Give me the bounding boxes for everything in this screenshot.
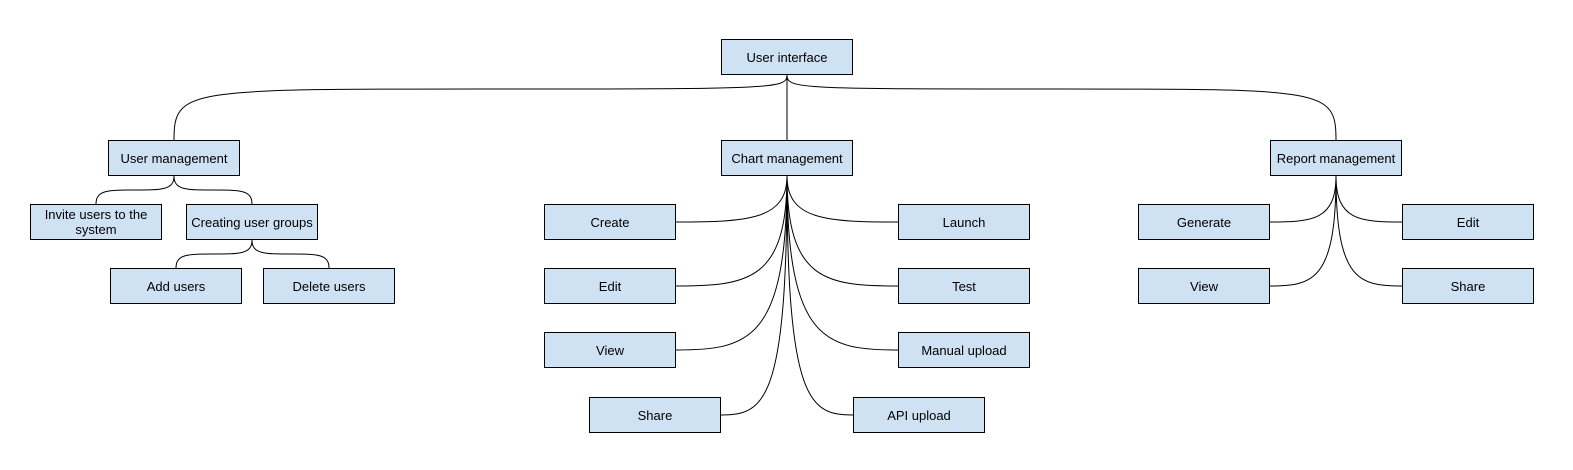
- node-chart-manual-upload: Manual upload: [898, 332, 1030, 368]
- node-user-interface: User interface: [721, 39, 853, 75]
- node-chart-management: Chart management: [721, 140, 853, 176]
- node-report-edit: Edit: [1402, 204, 1534, 240]
- connector-groups-add_users: [175, 239, 253, 269]
- connector-report_mgmt-edit_report: [1335, 175, 1403, 223]
- connector-user_mgmt-invite: [95, 175, 175, 205]
- node-chart-test: Test: [898, 268, 1030, 304]
- node-chart-share: Share: [589, 397, 721, 433]
- connector-chart_mgmt-launch: [786, 175, 899, 223]
- node-chart-view: View: [544, 332, 676, 368]
- node-delete-users: Delete users: [263, 268, 395, 304]
- node-chart-api-upload: API upload: [853, 397, 985, 433]
- connector-chart_mgmt-test: [786, 175, 899, 287]
- node-chart-edit: Edit: [544, 268, 676, 304]
- node-user-management: User management: [108, 140, 240, 176]
- node-report-management: Report management: [1270, 140, 1402, 176]
- connector-chart_mgmt-api_upload: [786, 175, 854, 416]
- connector-report_mgmt-view_report: [1269, 175, 1337, 287]
- node-chart-create: Create: [544, 204, 676, 240]
- connector-report_mgmt-generate: [1269, 175, 1337, 223]
- node-creating-user-groups: Creating user groups: [186, 204, 318, 240]
- connector-chart_mgmt-create: [675, 175, 788, 223]
- node-chart-launch: Launch: [898, 204, 1030, 240]
- node-report-generate: Generate: [1138, 204, 1270, 240]
- connector-root-user_mgmt: [173, 74, 788, 141]
- node-report-share: Share: [1402, 268, 1534, 304]
- connector-root-report_mgmt: [786, 74, 1337, 141]
- connector-user_mgmt-groups: [173, 175, 253, 205]
- connector-chart_mgmt-edit_chart: [675, 175, 788, 287]
- connector-report_mgmt-share_report: [1335, 175, 1403, 287]
- node-add-users: Add users: [110, 268, 242, 304]
- connector-chart_mgmt-view_chart: [675, 175, 788, 351]
- connector-chart_mgmt-manual_upload: [786, 175, 899, 351]
- node-report-view: View: [1138, 268, 1270, 304]
- connector-groups-delete_users: [251, 239, 330, 269]
- node-invite-users: Invite users to the system: [30, 204, 162, 240]
- connector-chart_mgmt-share_chart: [720, 175, 788, 416]
